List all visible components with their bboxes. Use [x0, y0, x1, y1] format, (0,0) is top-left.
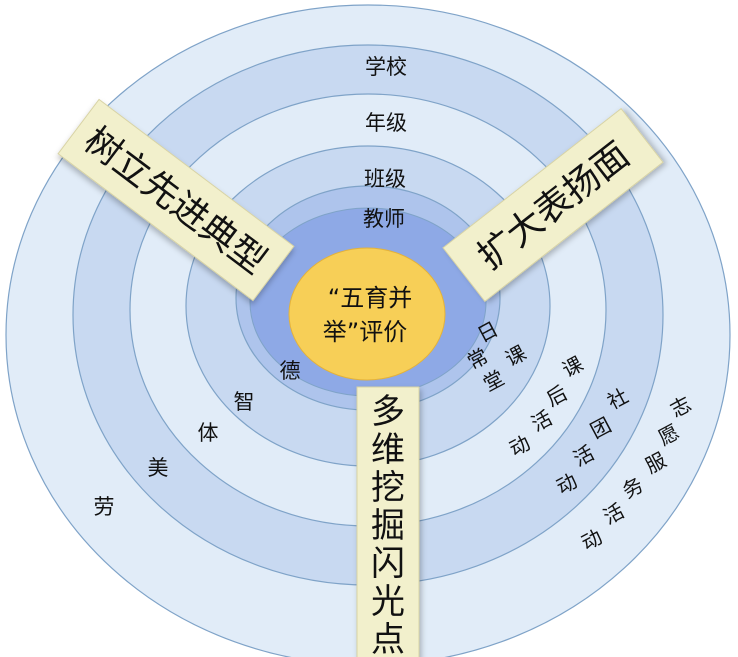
banner-bottom-char-7: 点 [371, 620, 405, 657]
banner-bottom-box [356, 386, 420, 657]
banner-bottom-char-3: 挖 [371, 468, 405, 508]
banner-bottom-char-6: 光 [371, 582, 405, 622]
banner-bottom-char-5: 闪 [371, 544, 405, 584]
center-node: “五育并 举”评价 [288, 247, 446, 381]
wuyu-label-physical: 体 [198, 421, 219, 445]
center-title-line2: 举”评价 [323, 318, 407, 346]
banner-right-box [442, 107, 664, 303]
wuyu-label-intellectual: 智 [234, 390, 255, 414]
banner-bottom-char-2: 维 [371, 430, 405, 470]
banner-bottom-char-1: 多 [371, 392, 405, 432]
center-ellipse [288, 247, 446, 381]
center-title-line1: “五育并 [328, 284, 412, 312]
ring-label-school: 学校 [365, 55, 407, 79]
ring-label-teacher: 教师 [363, 207, 405, 231]
wuyu-label-moral: 德 [280, 359, 301, 383]
banner-bottom: 多 维 挖 掘 闪 光 点 [356, 386, 420, 657]
five-education-labels: 劳 美 体 智 德 [94, 359, 301, 519]
ring-label-class: 班级 [364, 167, 406, 191]
wuyu-label-aesthetics: 美 [148, 456, 169, 480]
banner-left-box [57, 98, 295, 302]
ring-labels: 学校 年级 班级 教师 [363, 55, 407, 231]
wuyu-label-labor: 劳 [94, 495, 115, 519]
ring-label-grade: 年级 [365, 111, 407, 135]
banner-bottom-char-4: 掘 [371, 506, 405, 546]
